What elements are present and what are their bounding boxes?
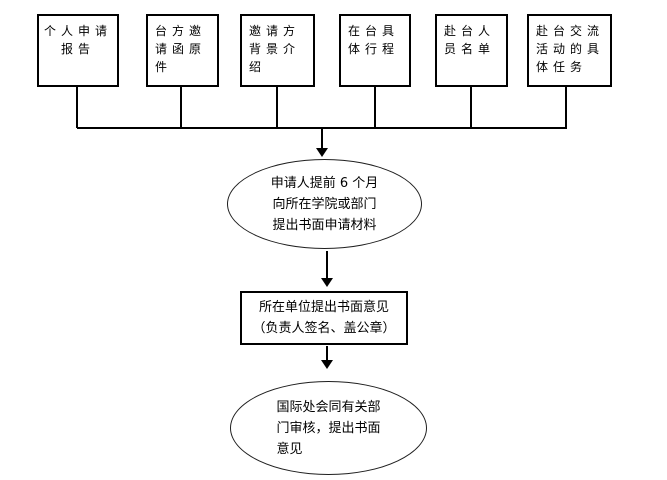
- box-taiwan-itinerary-label: 在台具 体行程: [348, 24, 400, 56]
- connector-vline-4: [374, 87, 376, 128]
- box-taiwan-invitation-letter-original-label: 台方邀 请函原 件: [155, 24, 207, 74]
- box-taiwan-invitation-letter-original: 台方邀 请函原 件: [146, 14, 219, 87]
- arrow-3-shaft: [326, 346, 328, 360]
- box-inviter-background-intro: 邀请方 背景介 绍: [240, 14, 315, 87]
- ellipse-international-office-review-label: 国际处会同有关部 门审核，提出书面 意见: [276, 399, 381, 457]
- arrow-1-head-icon: [316, 148, 328, 157]
- box-personal-application-report: 个人申请 报告: [37, 14, 119, 87]
- box-personnel-name-list: 赴台人 员名单: [435, 14, 508, 87]
- arrow-3-head-icon: [321, 360, 333, 369]
- ellipse-submit-application-materials: 申请人提前 6 个月 向所在学院或部门 提出书面申请材料: [227, 159, 422, 249]
- box-taiwan-itinerary: 在台具 体行程: [339, 14, 411, 87]
- connector-vline-1: [76, 87, 78, 128]
- connector-vline-5: [470, 87, 472, 128]
- rect-unit-written-opinion: 所在单位提出书面意见 （负责人签名、盖公章）: [240, 291, 408, 345]
- connector-vline-6: [565, 87, 567, 128]
- box-exchange-activity-tasks-label: 赴台交流 活动的具 体任务: [536, 24, 605, 74]
- box-exchange-activity-tasks: 赴台交流 活动的具 体任务: [527, 14, 612, 87]
- box-personnel-name-list-label: 赴台人 员名单: [444, 24, 496, 56]
- arrow-2-head-icon: [321, 278, 333, 287]
- arrow-2-shaft: [326, 251, 328, 278]
- box-personal-application-report-label: 个人申请 报告: [43, 24, 112, 56]
- arrow-1-shaft: [321, 127, 323, 148]
- ellipse-submit-application-materials-label: 申请人提前 6 个月 向所在学院或部门 提出书面申请材料: [270, 175, 379, 233]
- box-inviter-background-intro-label: 邀请方 背景介 绍: [249, 24, 301, 74]
- rect-unit-written-opinion-label: 所在单位提出书面意见 （负责人签名、盖公章）: [252, 300, 396, 336]
- connector-vline-2: [180, 87, 182, 128]
- connector-vline-3: [276, 87, 278, 128]
- ellipse-international-office-review: 国际处会同有关部 门审核，提出书面 意见: [230, 381, 427, 475]
